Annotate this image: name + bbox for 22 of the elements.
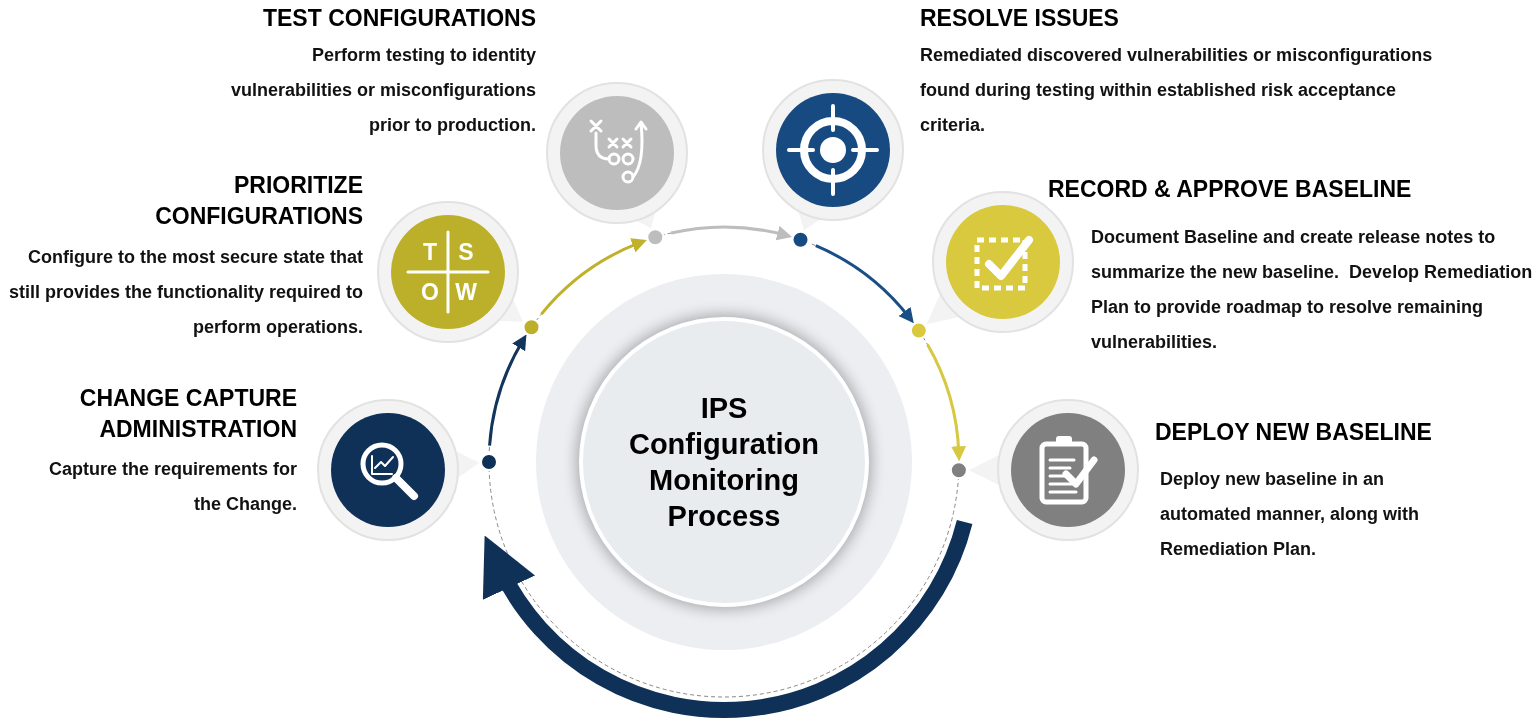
arrow — [815, 244, 915, 323]
quadrant-letter: S — [457, 238, 475, 266]
step-description: Remediated discovered vulnerabilities or misconfigurations found during testing within established risk acceptance criteria. — [920, 44, 1434, 137]
arrow — [926, 343, 966, 462]
step-description: Deploy new baseline in an automated manner, along with Remediation Plan. — [1160, 468, 1421, 561]
step-description: Document Baseline and create release notes to summarize the new baseline. Develop Remediation Plan to provide roadmap to resolve remaining vulnerabilities. — [1091, 226, 1534, 354]
quadrant-letter: W — [454, 278, 478, 306]
quadrant-letter: O — [420, 278, 440, 306]
step-heading: CHANGE CAPTURE ADMINISTRATION — [78, 384, 297, 444]
step-description: Capture the requirements for the Change. — [47, 458, 297, 516]
return-arrow — [482, 519, 973, 718]
step-heading: TEST CONFIGURATIONS — [262, 4, 536, 33]
step-heading: RESOLVE ISSUES — [920, 4, 1120, 33]
step-description: Perform testing to identity vulnerabilities or misconfigurations prior to production. — [229, 44, 536, 137]
step-heading: PRIORITIZE CONFIGURATIONS — [154, 171, 363, 231]
step-heading: RECORD & APPROVE BASELINE — [1048, 175, 1413, 204]
step-heading: DEPLOY NEW BASELINE — [1155, 418, 1433, 447]
quadrant-letter: T — [421, 238, 439, 266]
arrow — [670, 225, 793, 241]
arrow — [540, 238, 647, 316]
arrow — [488, 334, 527, 446]
step-description: Configure to the most secure state that still provides the functionality required to perform operations. — [7, 246, 363, 339]
